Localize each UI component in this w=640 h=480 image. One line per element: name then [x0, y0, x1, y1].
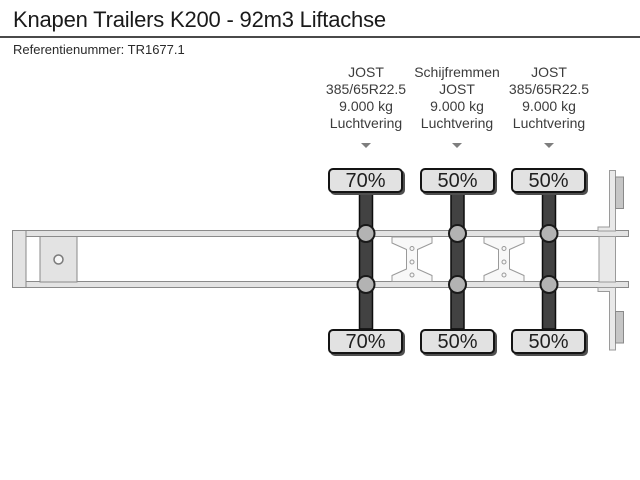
tire-wear-badge: 50% [420, 168, 495, 193]
tire-wear-badge: 70% [328, 168, 403, 193]
tire-wear-badge: 50% [511, 329, 586, 354]
air-bellow-icon [356, 275, 376, 294]
tire-wear-badge: 70% [328, 329, 403, 354]
axle1-bar [358, 192, 374, 330]
axle-spec-tyre-size: 385/65R22.5 [325, 81, 407, 97]
air-bellow-icon [539, 275, 559, 294]
air-bellow-icon [448, 275, 467, 294]
reference-number: Referentienummer: TR1677.1 [13, 42, 185, 57]
rear-frame-bottom [597, 287, 616, 351]
tire-wear-value: 50% [528, 169, 569, 192]
axle2-bar [450, 192, 465, 330]
bolt-hole-icon [501, 272, 507, 278]
rear-frame-top [597, 170, 616, 232]
tire-wear-value: 70% [345, 169, 386, 192]
tire-wear-value: 50% [528, 330, 569, 353]
tire-wear-badge: 50% [511, 168, 586, 193]
axle-spec-load: 9.000 kg [522, 98, 576, 114]
axle-spec-brand: JOST [348, 64, 384, 80]
tire-wear-badge: 50% [420, 329, 495, 354]
axle3-spec-column: JOST 385/65R22.5 9.000 kg Luchtvering [479, 64, 619, 148]
axle-spec-brand: JOST [531, 64, 567, 80]
dropdown-arrow-icon[interactable] [452, 143, 462, 148]
dropdown-arrow-icon[interactable] [361, 143, 371, 148]
rear-hinge-top [615, 176, 624, 209]
bolt-hole-icon [409, 259, 415, 265]
air-bellow-icon [448, 224, 467, 243]
bolt-hole-icon [501, 259, 507, 265]
bolt-hole-icon [501, 246, 507, 251]
axle2-spec-column: Schijfremmen JOST 9.000 kg Luchtvering [387, 64, 527, 148]
axle-spec-brakes: Schijfremmen [414, 64, 500, 80]
axle-spec-tyre-size: 385/65R22.5 [508, 81, 590, 97]
axle-spec-suspension: Luchtvering [329, 115, 403, 131]
air-bellow-icon [356, 224, 376, 243]
air-bellow-icon [539, 224, 559, 243]
axle1-spec-column: JOST 385/65R22.5 9.000 kg Luchtvering [296, 64, 436, 148]
kingpin-icon [53, 254, 64, 265]
bolt-hole-icon [409, 272, 415, 278]
rear-hinge-bottom [615, 311, 624, 344]
tire-wear-value: 50% [437, 169, 478, 192]
title-divider [0, 36, 640, 38]
rear-cross-member [598, 236, 616, 283]
page-title: Knapen Trailers K200 - 92m3 Liftachse [13, 7, 386, 32]
axle3-bar [541, 192, 557, 330]
cross-member [391, 236, 433, 282]
axle-diagram [12, 170, 629, 351]
bolt-hole-icon [409, 246, 415, 251]
dropdown-arrow-icon[interactable] [544, 143, 554, 148]
axle-spec-brand: JOST [439, 81, 475, 97]
axle-spec-suspension: Luchtvering [420, 115, 494, 131]
chassis-bottom-rail [12, 281, 629, 288]
front-end-cap [12, 230, 27, 288]
axle-spec-suspension: Luchtvering [512, 115, 586, 131]
tire-wear-value: 70% [345, 330, 386, 353]
cross-member [483, 236, 525, 282]
chassis-top-rail [12, 230, 629, 237]
axle-spec-load: 9.000 kg [430, 98, 484, 114]
axle-spec-load: 9.000 kg [339, 98, 393, 114]
tire-wear-value: 50% [437, 330, 478, 353]
